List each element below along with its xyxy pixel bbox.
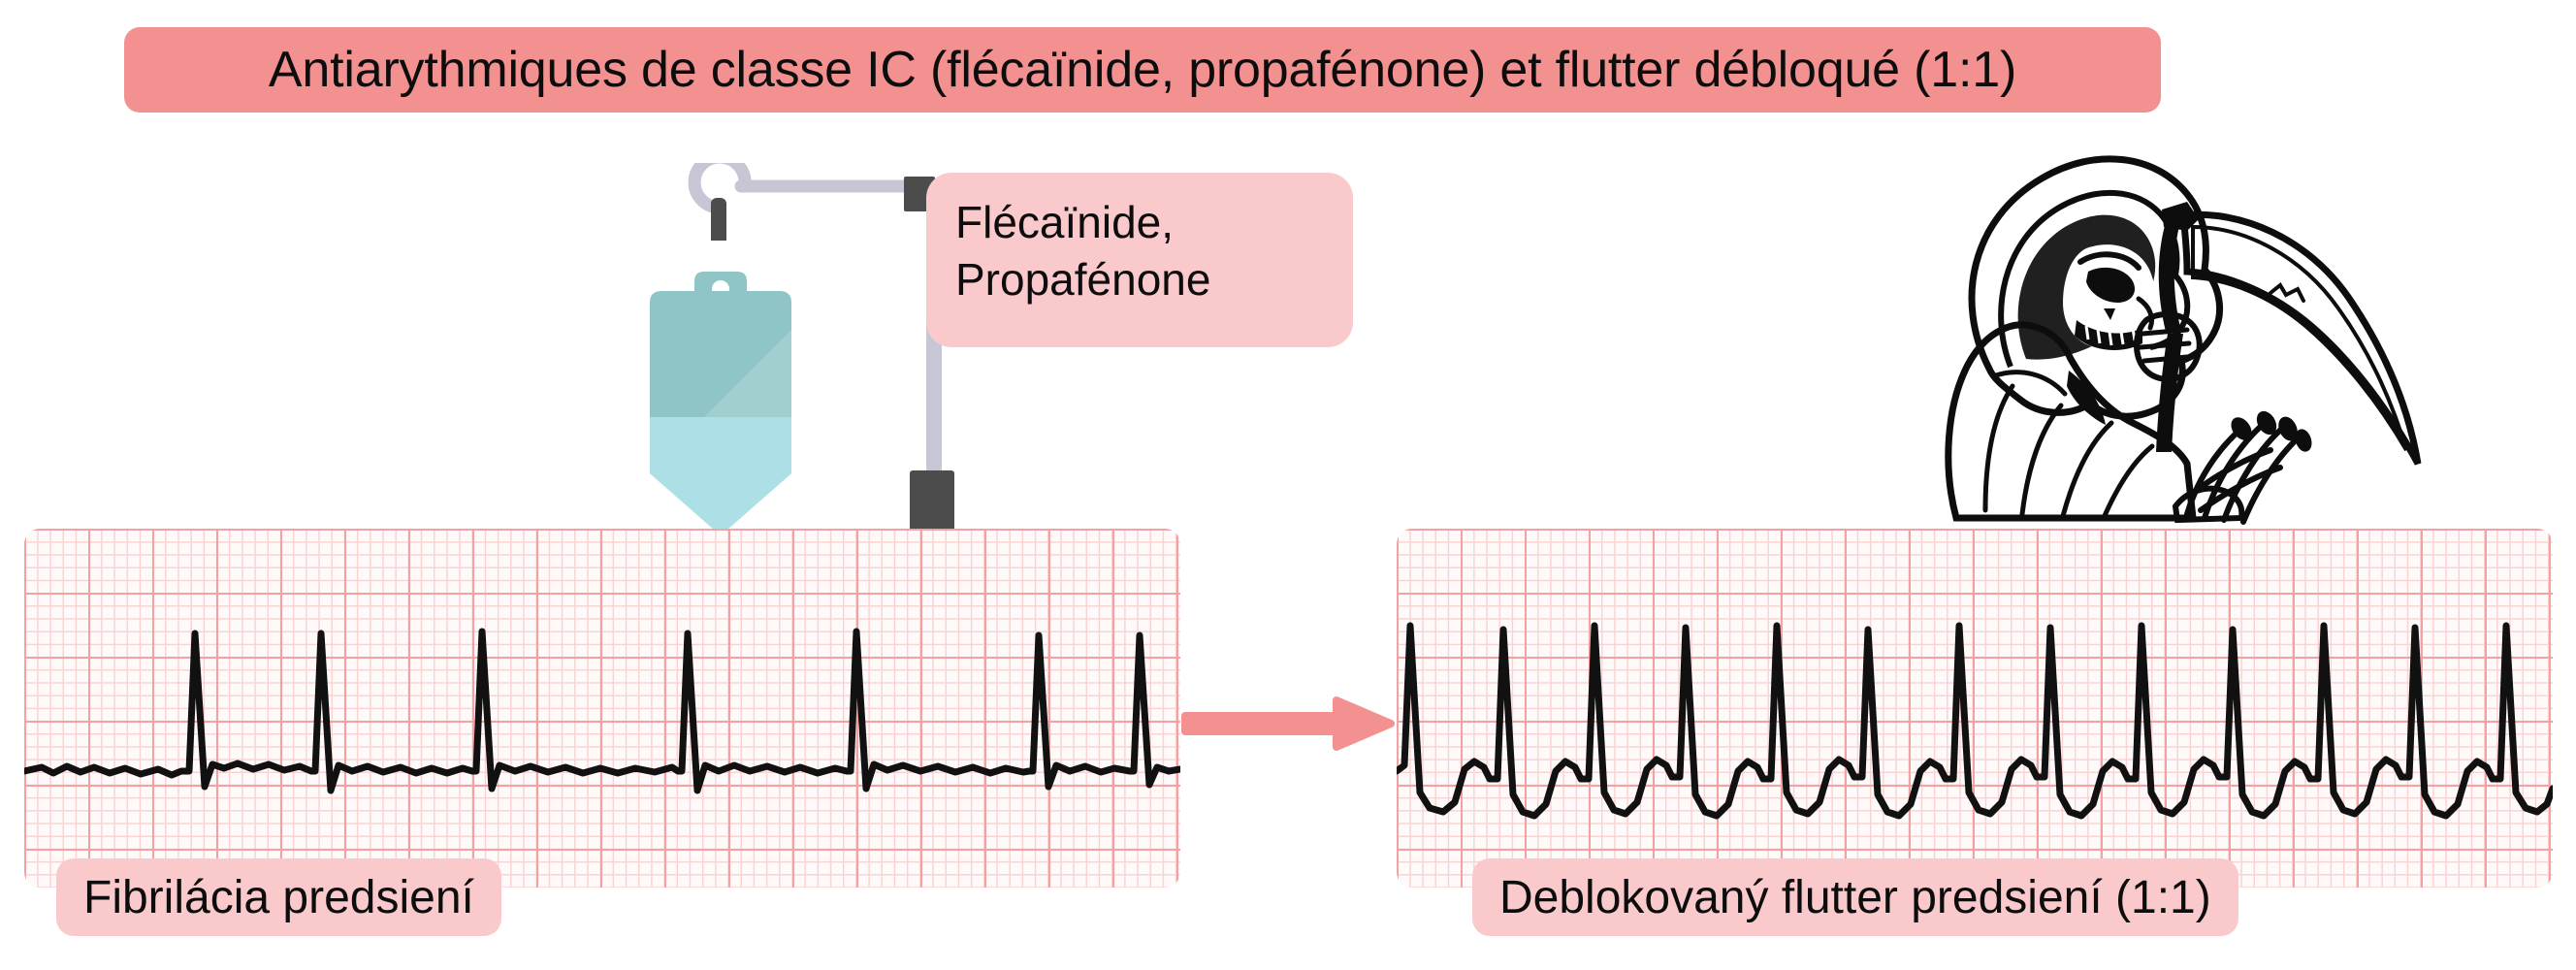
caption-flutter-1to1: Deblokovaný flutter predsiení (1:1) [1472, 858, 2238, 936]
infusion-pump-stem [926, 320, 942, 475]
drug-callout: Flécaïnide, Propafénone [926, 173, 1353, 347]
drug-name-line-1: Flécaïnide, [955, 197, 1175, 247]
title-banner: Antiarythmiques de classe IC (flécaïnide… [124, 27, 2161, 113]
iv-drip-bag-icon [628, 272, 813, 553]
grim-reaper-icon [1896, 126, 2459, 534]
page-title: Antiarythmiques de classe IC (flécaïnide… [268, 41, 2017, 98]
caption-right-text: Deblokovaný flutter predsiení (1:1) [1499, 871, 2211, 923]
ecg-strip-atrial-fibrillation [24, 529, 1180, 888]
ecg-strip-atrial-flutter-1to1 [1397, 529, 2553, 888]
ecg-trace-left [24, 628, 1180, 794]
caption-atrial-fibrillation: Fibrilácia predsiení [56, 858, 501, 936]
drug-name-line-2: Propafénone [955, 253, 1211, 305]
caption-left-text: Fibrilácia predsiení [83, 871, 474, 923]
ecg-trace-right [1397, 622, 2553, 820]
transition-arrow-icon [1181, 695, 1397, 753]
iv-hanger-icon [669, 150, 960, 248]
